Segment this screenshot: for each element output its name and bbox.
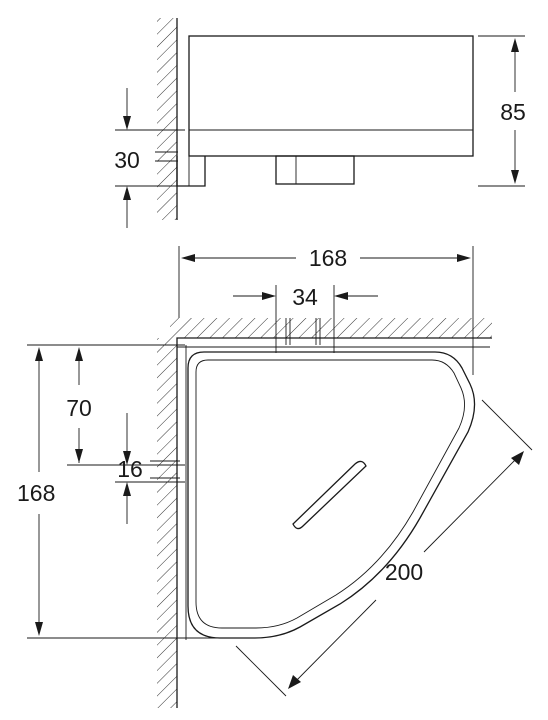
top-wall-hatch bbox=[170, 318, 492, 338]
wall-corner-face bbox=[176, 337, 492, 708]
shelf-outline-inner bbox=[195, 359, 465, 629]
dim-offset-30: 30 bbox=[114, 147, 140, 173]
wall-bracket bbox=[176, 156, 206, 187]
dim-slot-16: 16 bbox=[117, 456, 143, 482]
side-view: 85 30 bbox=[114, 18, 526, 228]
dim-height-85: 85 bbox=[500, 99, 526, 125]
dim-depth-168: 168 bbox=[17, 480, 55, 506]
dim-slot-34: 34 bbox=[292, 284, 318, 310]
shelf-body bbox=[188, 35, 474, 157]
dim-offset-70: 70 bbox=[66, 395, 92, 421]
drain-slot bbox=[292, 460, 367, 530]
shelf-outline-outer bbox=[187, 351, 476, 639]
left-wall-hatch bbox=[157, 338, 177, 708]
dim-width-168: 168 bbox=[309, 245, 347, 271]
side-wall-hatch bbox=[157, 18, 177, 220]
dim-diagonal-200: 200 bbox=[385, 559, 423, 585]
top-view: 168 34 168 70 16 bbox=[17, 245, 533, 708]
rear-clip bbox=[275, 155, 355, 185]
